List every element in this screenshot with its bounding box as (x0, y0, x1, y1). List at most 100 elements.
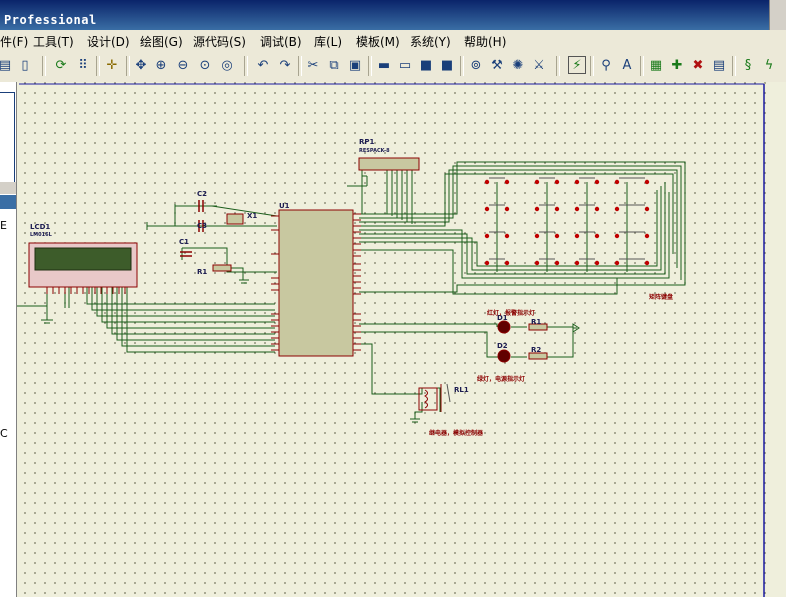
vertical-scrollbar[interactable] (770, 82, 786, 597)
zoom-area-icon[interactable]: ◎ (221, 57, 233, 73)
block-move-icon[interactable]: ▭ (398, 57, 412, 73)
toolbar-separator (96, 56, 100, 76)
add-sheet-icon[interactable]: ✚ (671, 57, 683, 73)
rp1-sublabel: RESPACK-8 (359, 148, 390, 154)
x1-crystal[interactable] (226, 213, 244, 225)
menu-system[interactable]: 系统(Y) (410, 35, 451, 49)
rp1-resistor-pack[interactable] (358, 157, 420, 171)
window-controls[interactable] (769, 0, 786, 30)
undo-icon[interactable]: ↶ (257, 57, 269, 73)
r1-led-resistor[interactable] (528, 323, 548, 331)
lcd1-display[interactable] (28, 242, 138, 294)
device-list-item[interactable]: C (0, 427, 8, 440)
remove-sheet-icon[interactable]: ✖ (692, 57, 704, 73)
menu-template[interactable]: 模板(M) (356, 35, 400, 49)
x1-label: X1 (247, 212, 258, 220)
bill-of-materials-icon[interactable]: ▤ (712, 57, 726, 73)
pick-device-icon[interactable]: ⊚ (470, 57, 482, 73)
menu-file[interactable]: 件(F) (0, 35, 29, 49)
d1-red-led[interactable] (497, 320, 511, 334)
d1-annotation: 红灯，报警指示灯 (487, 310, 536, 317)
ground-symbols (41, 222, 420, 423)
menu-source[interactable]: 源代码(S) (193, 35, 246, 49)
decompose-icon[interactable]: ⚔ (533, 57, 545, 73)
grid-icon[interactable]: ⠿ (78, 57, 88, 73)
make-device-icon[interactable]: ⚒ (491, 57, 503, 73)
menu-bar: 件(F) 工具(T) 设计(D) 绘图(G) 源代码(S) 调试(B) 库(L)… (0, 30, 786, 50)
zoom-out-icon[interactable]: ⊖ (177, 57, 189, 73)
toolbar-separator (368, 56, 372, 76)
package-tool-icon[interactable]: ✺ (512, 57, 524, 73)
capacitors[interactable] (180, 200, 204, 257)
toolbar-separator (298, 56, 302, 76)
d2-label: D2 (497, 342, 508, 350)
rl1-relay[interactable] (418, 383, 451, 412)
r1-led-label: R1 (531, 318, 542, 326)
print-icon[interactable]: ▤ (0, 57, 12, 73)
relay-annotation: 继电器，模拟控制器 (429, 430, 484, 437)
refresh-icon[interactable]: ⟳ (55, 57, 67, 73)
toolbar-separator (556, 56, 560, 76)
page-icon[interactable]: ▯ (21, 57, 29, 73)
device-list-header (0, 195, 16, 209)
toolbar-separator (732, 56, 736, 76)
power-terminal (572, 323, 580, 333)
redo-icon[interactable]: ↷ (279, 57, 291, 73)
schematic-drawing (17, 83, 765, 597)
search-icon[interactable]: ⚲ (601, 57, 611, 73)
menu-help[interactable]: 帮助(H) (464, 35, 507, 49)
block-delete-icon[interactable]: ■ (440, 57, 454, 73)
electrical-rules-icon[interactable]: ϟ (764, 57, 774, 73)
rp1-label: RP1 (359, 138, 375, 146)
schematic-canvas[interactable]: RP1 RESPACK-8 U1 X1 C2 C3 C1 R1 LCD1 LM0… (17, 82, 786, 597)
property-tool-icon[interactable]: A (622, 57, 632, 73)
r2-led-resistor[interactable] (528, 352, 548, 360)
d2-annotation: 绿灯，电源指示灯 (477, 376, 526, 383)
block-rotate-icon[interactable]: ■ (419, 57, 433, 73)
cut-icon[interactable]: ✂ (307, 57, 319, 73)
r1-label: R1 (197, 268, 208, 276)
c2-label: C2 (197, 190, 208, 198)
paste-icon[interactable]: ▣ (348, 57, 362, 73)
device-list-item[interactable]: E (0, 219, 7, 232)
overview-panel: E C (0, 82, 17, 597)
lcd1-label: LCD1 (30, 223, 51, 231)
menu-library[interactable]: 库(L) (314, 35, 343, 49)
menu-debug[interactable]: 调试(B) (260, 35, 302, 49)
keypad-annotation: 矩阵键盘 (649, 294, 674, 301)
toolbar-separator (640, 56, 644, 76)
matrix-keypad[interactable] (484, 177, 650, 266)
u1-label: U1 (279, 202, 290, 210)
origin-icon[interactable]: ✛ (106, 57, 118, 73)
toolbar-separator (590, 56, 594, 76)
zoom-in-icon[interactable]: ⊕ (155, 57, 167, 73)
toolbar: ▤ ▯ ⟳ ⠿ ✛ ✥ ⊕ ⊖ ⊙ ◎ ↶ ↷ ✂ ⧉ ▣ ▬ ▭ ■ ■ ⊚ … (0, 50, 786, 83)
new-sheet-icon[interactable]: ▦ (649, 57, 663, 73)
overview-window[interactable] (0, 92, 15, 184)
panel-divider (0, 182, 16, 194)
netlist-icon[interactable]: § (744, 57, 752, 73)
wire-autoroute-icon[interactable]: ⚡ (568, 56, 586, 74)
c1-label: C1 (179, 238, 190, 246)
d1-label: D1 (497, 314, 508, 322)
zoom-all-icon[interactable]: ⊙ (199, 57, 211, 73)
c3-label: C3 (197, 222, 208, 230)
toolbar-separator (244, 56, 248, 76)
rl1-label: RL1 (454, 386, 469, 394)
menu-tools[interactable]: 工具(T) (33, 35, 74, 49)
pan-icon[interactable]: ✥ (135, 57, 147, 73)
d2-green-led[interactable] (497, 349, 511, 363)
window-title: Professional (4, 13, 97, 27)
menu-design[interactable]: 设计(D) (87, 35, 130, 49)
toolbar-separator (460, 56, 464, 76)
toolbar-separator (42, 56, 46, 76)
u1-microcontroller[interactable] (271, 209, 361, 357)
menu-draw[interactable]: 绘图(G) (140, 35, 183, 49)
r2-label: R2 (531, 346, 542, 354)
r1-reset-resistor[interactable] (212, 264, 232, 272)
block-copy-icon[interactable]: ▬ (377, 57, 391, 73)
wires (17, 161, 686, 419)
lcd1-sublabel: LM016L (30, 232, 52, 238)
toolbar-separator (126, 56, 130, 76)
copy-icon[interactable]: ⧉ (329, 57, 339, 73)
